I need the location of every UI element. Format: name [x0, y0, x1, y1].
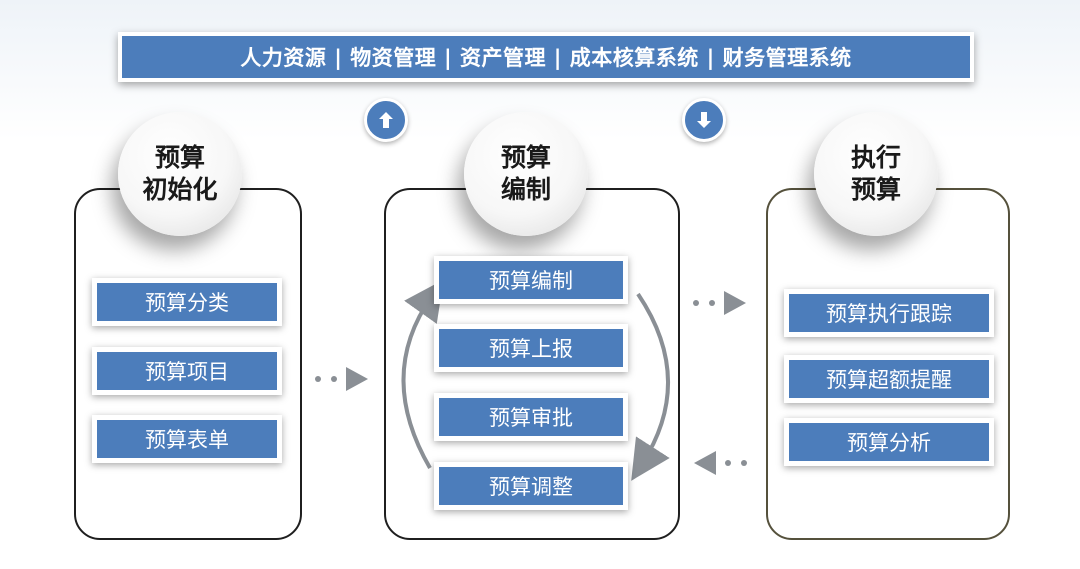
systems-banner-text: 人力资源 | 物资管理 | 资产管理 | 成本核算系统 | 财务管理系统	[240, 46, 852, 70]
item-label: 预算超额提醒	[826, 368, 952, 392]
arrow-down-circle-icon	[682, 98, 726, 142]
stage-title-execute: 执行 预算	[814, 112, 938, 236]
item-budget-project[interactable]: 预算项目	[92, 347, 282, 395]
item-budget-approve[interactable]: 预算审批	[434, 393, 628, 441]
item-label: 预算分析	[847, 431, 931, 455]
item-budget-analysis[interactable]: 预算分析	[784, 418, 994, 466]
stage-title-compile: 预算 编制	[464, 112, 588, 236]
stage-title-line: 编制	[500, 175, 551, 204]
item-label: 预算上报	[489, 337, 573, 361]
item-budget-report[interactable]: 预算上报	[434, 324, 628, 372]
stage-title-init: 预算 初始化	[118, 112, 242, 236]
item-label: 预算编制	[489, 269, 573, 293]
item-budget-compile[interactable]: 预算编制	[434, 256, 628, 304]
flow-arrow-right-icon	[690, 288, 746, 318]
flow-arrow-left-icon	[694, 448, 750, 478]
item-budget-adjust[interactable]: 预算调整	[434, 462, 628, 510]
arrow-up-circle-icon	[364, 98, 408, 142]
cycle-arrows-icon	[401, 280, 670, 481]
stage-title-line: 预算	[500, 142, 551, 172]
item-overrun-alert[interactable]: 预算超额提醒	[784, 355, 994, 403]
item-label: 预算分类	[145, 291, 229, 315]
stage-title-line: 预算	[850, 175, 901, 204]
stage-title-line: 预算	[154, 142, 205, 172]
item-label: 预算项目	[145, 360, 229, 384]
item-budget-form[interactable]: 预算表单	[92, 415, 282, 463]
flow-arrow-right-icon	[312, 364, 368, 394]
stage-title-line: 执行	[850, 142, 901, 172]
item-execution-tracking[interactable]: 预算执行跟踪	[784, 289, 994, 337]
item-label: 预算表单	[145, 428, 229, 452]
stage-title-line: 初始化	[142, 175, 218, 204]
item-budget-category[interactable]: 预算分类	[92, 278, 282, 326]
item-label: 预算审批	[489, 406, 573, 430]
systems-banner: 人力资源 | 物资管理 | 资产管理 | 成本核算系统 | 财务管理系统	[118, 32, 974, 82]
item-label: 预算执行跟踪	[826, 302, 952, 326]
item-label: 预算调整	[489, 475, 573, 499]
